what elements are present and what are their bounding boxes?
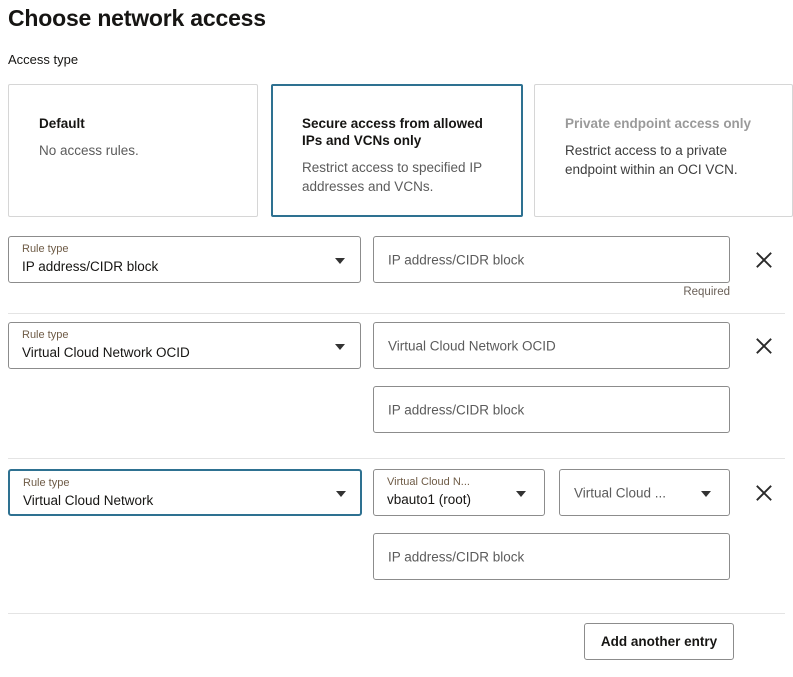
access-type-card-secure-access-title: Secure access from allowed IPs and VCNs … [302, 116, 483, 148]
access-type-card-private-endpoint-title: Private endpoint access only [565, 116, 752, 131]
rule-type-select-3[interactable]: Rule type Virtual Cloud Network [8, 469, 362, 516]
access-type-card-default[interactable]: Default No access rules. [8, 84, 258, 217]
access-type-card-secure-access[interactable]: Secure access from allowed IPs and VCNs … [271, 84, 523, 217]
page-title: Choose network access [8, 5, 266, 31]
access-rule-row-2: Rule type Virtual Cloud Network OCID Vir… [0, 315, 793, 460]
add-another-entry-button[interactable]: Add another entry [584, 623, 734, 660]
access-type-card-private-endpoint-description: Restrict access to a private endpoint wi… [565, 143, 738, 177]
remove-rule-button-2[interactable] [751, 333, 777, 359]
vcn-ocid-input-2[interactable]: Virtual Cloud Network OCID [373, 322, 730, 369]
access-rule-row-1: Rule type IP address/CIDR block IP addre… [0, 232, 793, 315]
close-icon [756, 338, 772, 354]
close-icon [756, 485, 772, 501]
access-type-card-private-endpoint: Private endpoint access only Restrict ac… [534, 84, 793, 217]
vcn-select-3-placeholder: Virtual Cloud ... [574, 485, 667, 500]
rule-type-select-2[interactable]: Rule type Virtual Cloud Network OCID [8, 322, 361, 369]
ip-cidr-input-1[interactable]: IP address/CIDR block [373, 236, 730, 283]
vcn-compartment-select-3-label: Virtual Cloud N... [387, 476, 470, 488]
remove-rule-button-3[interactable] [751, 480, 777, 506]
ip-cidr-input-3-placeholder: IP address/CIDR block [388, 549, 525, 564]
chevron-down-icon [516, 490, 526, 497]
access-type-card-default-title: Default [39, 116, 85, 131]
close-icon [756, 252, 772, 268]
rule-type-select-1-value: IP address/CIDR block [22, 259, 159, 274]
rule-type-select-1-label: Rule type [22, 243, 69, 255]
access-type-card-group: Default No access rules. Secure access f… [8, 84, 793, 219]
ip-cidr-input-3[interactable]: IP address/CIDR block [373, 533, 730, 580]
ip-cidr-input-1-helper: Required [683, 286, 730, 298]
chevron-down-icon [335, 257, 345, 264]
rule-type-select-1[interactable]: Rule type IP address/CIDR block [8, 236, 361, 283]
vcn-ocid-input-2-placeholder: Virtual Cloud Network OCID [388, 338, 556, 353]
vcn-compartment-select-3-value: vbauto1 (root) [387, 492, 472, 507]
chevron-down-icon [701, 490, 711, 497]
rule-type-select-2-value: Virtual Cloud Network OCID [22, 345, 190, 360]
remove-rule-button-1[interactable] [751, 247, 777, 273]
vcn-select-3[interactable]: Virtual Cloud ... [559, 469, 730, 516]
chevron-down-icon [336, 490, 346, 497]
rule-type-select-3-label: Rule type [23, 477, 70, 489]
access-rule-row-3: Rule type Virtual Cloud Network Virtual … [0, 460, 793, 605]
rule-row-divider-1 [8, 313, 785, 314]
vcn-compartment-select-3[interactable]: Virtual Cloud N... vbauto1 (root) [373, 469, 545, 516]
access-type-label: Access type [8, 52, 79, 67]
rule-type-select-3-value: Virtual Cloud Network [23, 493, 154, 508]
access-type-card-secure-access-description: Restrict access to specified IP addresse… [302, 160, 482, 194]
ip-cidr-input-2[interactable]: IP address/CIDR block [373, 386, 730, 433]
access-rule-list: Rule type IP address/CIDR block IP addre… [0, 232, 793, 605]
footer-divider [8, 613, 785, 614]
chevron-down-icon [335, 343, 345, 350]
ip-cidr-input-2-placeholder: IP address/CIDR block [388, 402, 525, 417]
rule-type-select-2-label: Rule type [22, 329, 69, 341]
access-type-card-default-description: No access rules. [39, 143, 139, 158]
rule-row-divider-2 [8, 458, 785, 459]
ip-cidr-input-1-placeholder: IP address/CIDR block [388, 252, 525, 267]
